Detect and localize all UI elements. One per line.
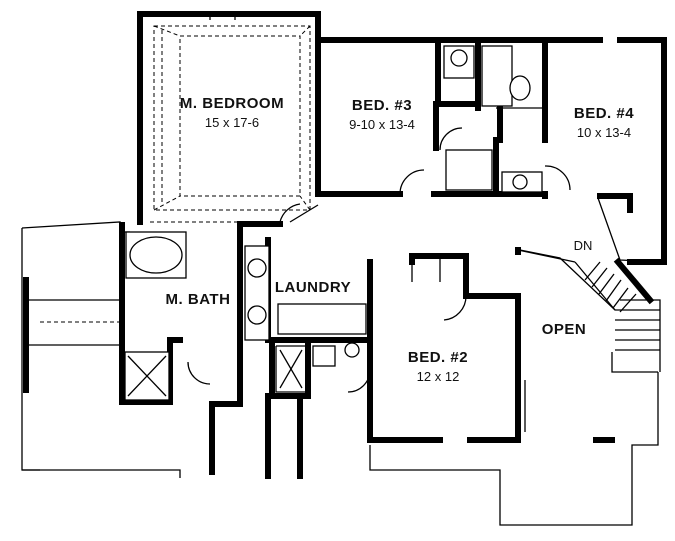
master-bath-label: M. BATH: [166, 291, 231, 308]
open-walls: [515, 247, 615, 443]
lower-bath-walls: [265, 337, 360, 479]
stair-down-label: DN: [574, 238, 593, 253]
master-bath-walls: [119, 221, 283, 475]
laundry-walls: [244, 237, 373, 443]
roof-outline: [21, 221, 661, 526]
master-bedroom-dims: 15 x 17-6: [205, 115, 259, 130]
bed3-label: BED. #3: [352, 97, 412, 114]
bed4-label: BED. #4: [574, 105, 634, 122]
open-label: OPEN: [542, 321, 587, 338]
bed2-label: BED. #2: [408, 349, 468, 366]
master-bedroom-label: M. BEDROOM: [180, 95, 284, 112]
hall-bath-fixtures: [443, 45, 543, 193]
bed4-walls: [542, 37, 667, 265]
bed4-dims: 10 x 13-4: [577, 125, 631, 140]
tray-ceiling: [153, 25, 311, 211]
bed3-dims: 9-10 x 13-4: [349, 117, 415, 132]
hall-bath-walls: [435, 37, 548, 199]
porch-beams: [23, 277, 122, 393]
bed2-dims: 12 x 12: [417, 369, 460, 384]
door-swings: [187, 127, 571, 393]
laundry-label: LAUNDRY: [275, 279, 351, 296]
bed2-walls: [367, 253, 521, 443]
tub: [125, 231, 187, 279]
